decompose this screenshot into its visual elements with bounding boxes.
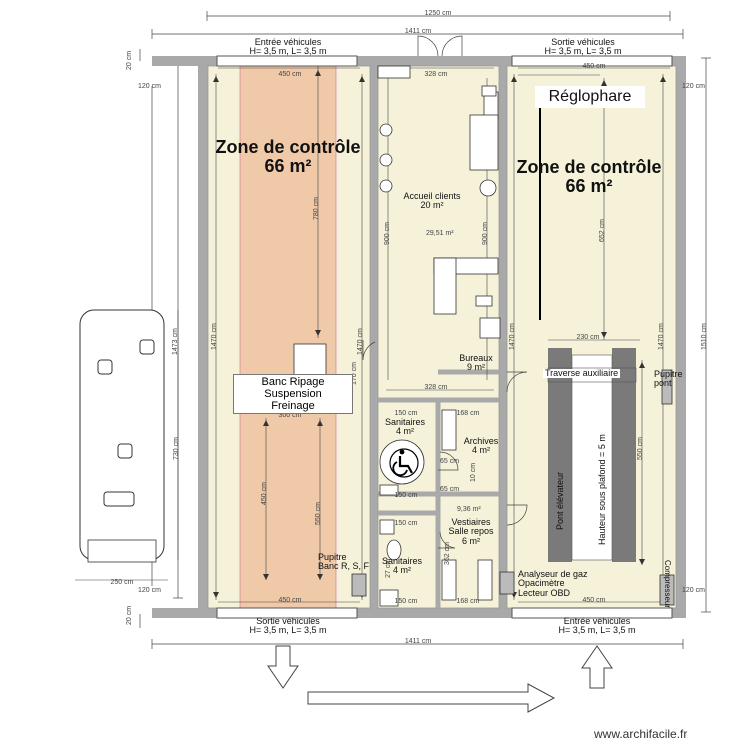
- sanitaires-bottom-label: Sanitaires 4 m²: [381, 556, 423, 576]
- dim-office-height-left: 900 cm: [384, 222, 391, 245]
- dim-offset-bottom: 120 cm: [138, 587, 161, 594]
- door-top-right: Sortie véhicules H= 3,5 m, L= 3,5 m: [544, 37, 622, 57]
- vestiaires-label: Vestiaires Salle repos 6 m²: [448, 517, 494, 546]
- dim-vehicle-width: 250 cm: [110, 579, 134, 586]
- dim-overall-height: 1510 cm: [701, 323, 708, 350]
- vehicle-outline: [79, 309, 165, 563]
- area-small: 29,51 m²: [426, 230, 454, 237]
- dim-bay-top-right: 450 cm: [582, 63, 606, 70]
- dim-offset-right-top: 120 cm: [682, 83, 705, 90]
- dim-bay-bottom-left: 450 cm: [278, 597, 302, 604]
- dim-150-d: 150 cm: [394, 598, 418, 605]
- bureaux-label: Bureaux 9 m²: [459, 353, 493, 373]
- dim-offset-right-bottom: 120 cm: [682, 587, 705, 594]
- dim-bay-bottom-right: 450 cm: [582, 597, 606, 604]
- dim-450: 450 cm: [261, 482, 268, 505]
- analyseur-label: Analyseur de gaz Opacimètre Lecteur OBD: [518, 569, 588, 598]
- lift: [547, 348, 637, 562]
- door-bottom-left: Sortie véhicules H= 3,5 m, L= 3,5 m: [249, 616, 327, 636]
- dim-150-c: 150 cm: [394, 520, 418, 527]
- dim-wall-top: 20 cm: [126, 50, 133, 70]
- dim-168-b: 168 cm: [456, 598, 480, 605]
- dim-office-width-bottom: 328 cm: [424, 384, 448, 391]
- dim-780: 780 cm: [313, 197, 320, 220]
- dim-office-width: 328 cm: [424, 71, 448, 78]
- dim-550-left: 550 cm: [315, 502, 322, 525]
- dim-550-right: 550 cm: [637, 437, 644, 460]
- pont-label: Pont élévateur: [555, 471, 565, 530]
- zone-right-label: Zone de contrôle 66 m²: [516, 157, 662, 196]
- dim-inner-h-2: 1470 cm: [357, 328, 364, 355]
- dim-150-a: 150 cm: [394, 410, 418, 417]
- door-top-left: Entrée véhicules H= 3,5 m, L= 3,5 m: [249, 37, 327, 57]
- dim-inner-h-3: 1470 cm: [509, 323, 516, 350]
- dim-65-a: 65 cm: [440, 458, 460, 465]
- wheelchair-icon: [389, 448, 419, 478]
- reglophare-label: Réglophare: [535, 86, 645, 108]
- archives-label: Archives 4 m²: [463, 436, 499, 456]
- pupitre-banc-label: Pupitre Banc R, S, F: [318, 552, 370, 572]
- dim-168-a: 168 cm: [456, 410, 480, 417]
- dim-inner-h-1: 1470 cm: [211, 323, 218, 350]
- door-swings: [362, 35, 528, 549]
- dim-vehicle-length: 730 cm: [173, 437, 180, 460]
- area-small2: 9,36 m²: [457, 506, 481, 513]
- dim-overall-width: 1411 cm: [404, 28, 432, 35]
- dim-65-b: 65 cm: [440, 486, 460, 493]
- dim-230: 230 cm: [576, 334, 600, 341]
- dim-10: 10 cm: [470, 462, 477, 482]
- dim-150-b: 150 cm: [394, 492, 418, 499]
- watermark: www.archifacile.fr: [594, 727, 688, 741]
- dim-wall-bottom: 20 cm: [126, 605, 133, 625]
- pupitre-pont-label: Pupitre pont: [654, 369, 683, 389]
- dim-ramp: 300 cm: [278, 412, 302, 419]
- sanitaires-top-label: Sanitaires 4 m²: [384, 417, 426, 437]
- accueil-label: Accueil clients 20 m²: [403, 191, 461, 211]
- hauteur-label: Hauteur sous plafond = 5 m: [597, 434, 607, 545]
- dim-overall-width-bottom: 1411 cm: [404, 638, 432, 645]
- arrow-right-icon: [307, 683, 556, 713]
- furniture: [377, 65, 501, 339]
- arrow-up-icon: [581, 645, 613, 689]
- dim-left-height: 1473 cm: [172, 328, 179, 355]
- door-bottom-right: Entrée véhicules H= 3,5 m, L= 3,5 m: [558, 616, 636, 636]
- dim-inner-h-4: 1470 cm: [658, 323, 665, 350]
- dim-total-width: 1250 cm: [424, 10, 452, 17]
- dim-bay-top-left: 450 cm: [278, 71, 302, 78]
- compresseur-label: Compresseur: [663, 560, 672, 609]
- arrow-down-icon: [267, 645, 299, 689]
- zone-left-label: Zone de contrôle 66 m²: [215, 137, 361, 176]
- dim-offset-top: 120 cm: [138, 83, 161, 90]
- banc-label: Banc Ripage Suspension Freinage: [233, 374, 353, 415]
- building-walls: [152, 56, 686, 618]
- dim-office-height-right: 900 cm: [482, 222, 489, 245]
- traverse-label: Traverse auxiliaire: [543, 368, 621, 379]
- dim-652: 652 cm: [599, 219, 606, 242]
